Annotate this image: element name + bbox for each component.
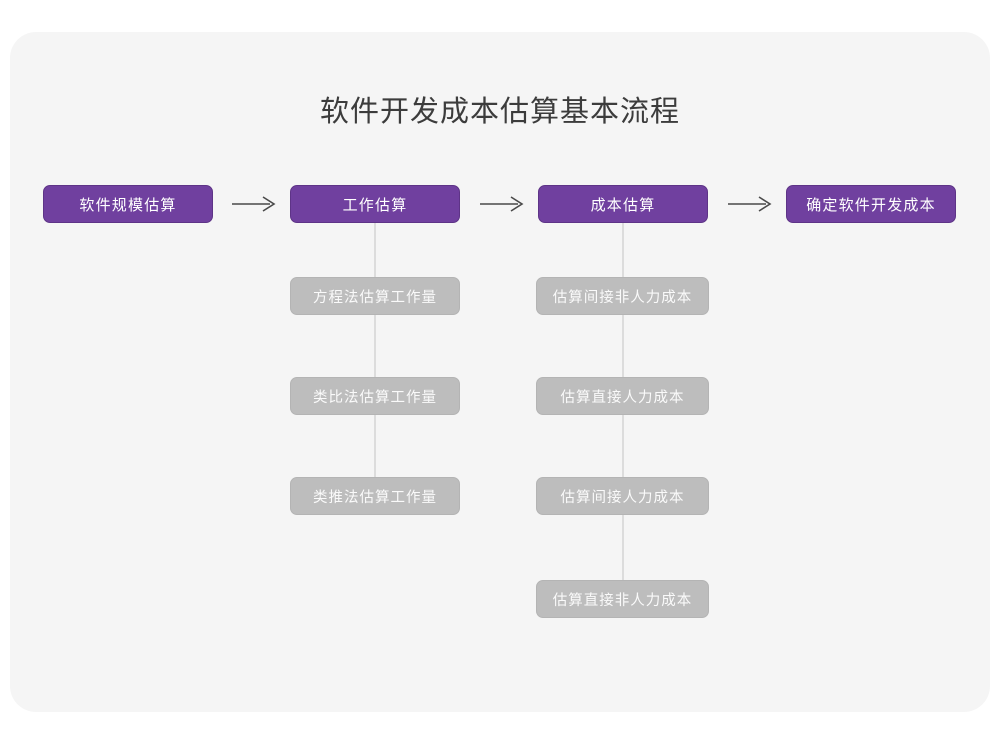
long-right-arrow-icon — [476, 185, 528, 223]
branch-node-cost-4[interactable]: 估算直接非人力成本 — [536, 580, 709, 618]
diagram-card — [10, 32, 990, 712]
long-right-arrow-icon — [724, 185, 776, 223]
branch-node-work-3[interactable]: 类推法估算工作量 — [290, 477, 460, 515]
flow-node-final-cost[interactable]: 确定软件开发成本 — [786, 185, 956, 223]
branch-node-work-1[interactable]: 方程法估算工作量 — [290, 277, 460, 315]
flow-node-software-size-estimation[interactable]: 软件规模估算 — [43, 185, 213, 223]
flow-node-work-estimation[interactable]: 工作估算 — [290, 185, 460, 223]
page-title: 软件开发成本估算基本流程 — [319, 96, 680, 128]
branch-node-cost-2[interactable]: 估算直接人力成本 — [536, 377, 709, 415]
branch-node-cost-1[interactable]: 估算间接非人力成本 — [536, 277, 709, 315]
flow-node-cost-estimation[interactable]: 成本估算 — [538, 185, 708, 223]
connector-line-work — [374, 210, 376, 502]
branch-node-work-2[interactable]: 类比法估算工作量 — [290, 377, 460, 415]
long-right-arrow-icon — [228, 185, 280, 223]
branch-node-cost-3[interactable]: 估算间接人力成本 — [536, 477, 709, 515]
